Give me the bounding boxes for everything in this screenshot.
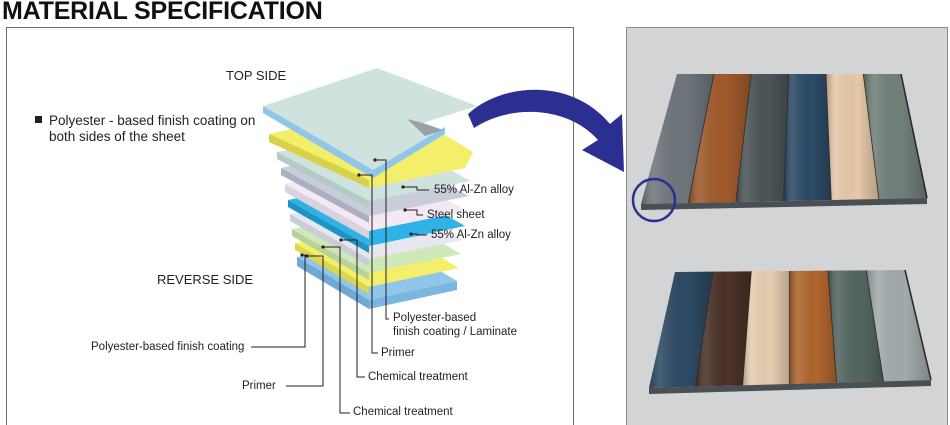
callout-primer-reverse: Primer [242,380,276,392]
callout-alloy-top: 55% Al-Zn alloy [434,184,514,196]
panel-strip-shading [743,271,790,386]
callout-leaders [251,159,429,414]
callout-chemical-reverse: Chemical treatment [353,406,453,418]
panel-strip-shading [696,271,752,387]
callout-alloy-bottom: 55% Al-Zn alloy [431,229,511,241]
highlight-circle [631,177,677,223]
callout-finish-laminate-line1: Polyester-based [393,312,477,324]
panel-strip-shading [826,74,880,200]
callout-finish-laminate-line2: finish coating / Laminate [393,326,518,338]
reverse-side-label: REVERSE SIDE [157,272,254,287]
callout-finish-laminate: Polyester-based finish coating / Laminat… [393,311,517,339]
panel-strip-shading [688,74,752,203]
panel-edge [649,380,931,394]
panel-strip-shading [863,74,927,199]
panel-strip-shading [649,271,714,388]
panel-strip-shading [790,270,837,384]
product-photo-panel [626,27,948,425]
top-side-label: TOP SIDE [226,68,287,83]
panel-edge [641,198,927,210]
layer-diagram-panel: TOP SIDE REVERSE SIDE Polyester - based … [6,27,574,425]
panel-seam [687,73,716,204]
panel-strip-shading [784,74,832,201]
panel-seam [827,270,838,383]
panel-seam [865,270,885,382]
callout-primer-top: Primer [381,347,415,359]
page-title: MATERIAL SPECIFICATION [2,0,323,25]
callout-dots [300,158,413,258]
coating-note-text: Polyester - based finish coating on both… [49,113,256,144]
callout-steel-sheet: Steel sheet [427,209,485,221]
callout-finish-reverse: Polyester-based finish coating [91,341,245,353]
top-panel-sample [641,73,928,210]
bottom-panel-sample [649,269,932,394]
pointer-arrow [468,89,624,172]
top-laminate-layer [263,68,477,178]
panel-seam [900,73,928,199]
wall-panel-samples-photo [631,73,932,394]
callout-chemical-top: Chemical treatment [368,371,468,383]
panel-strip-shading [641,74,715,204]
bullet-icon [35,116,42,123]
panel-strip-shading [736,74,789,202]
layer-stack-diagram [251,68,477,414]
coating-note: Polyester - based finish coating on both… [35,113,279,145]
panel-strip-shading [828,270,884,383]
panel-strip-shading [866,270,931,382]
panel-seam [904,269,932,381]
